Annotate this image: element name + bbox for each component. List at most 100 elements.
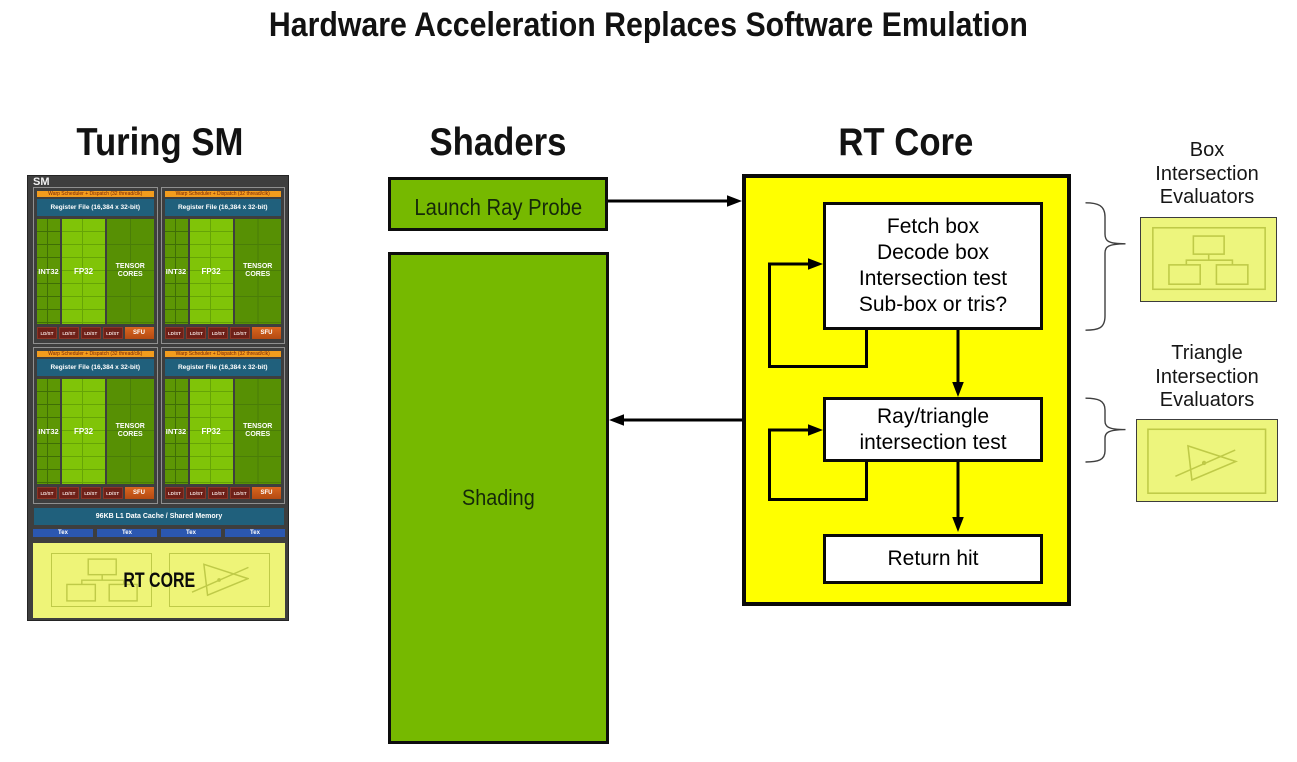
- fetch-box-line: Sub-box or tris?: [858, 293, 1008, 316]
- triangle-ray-icon: [1147, 428, 1267, 494]
- sfu-unit: SFU: [124, 487, 154, 499]
- register-file-bar: Register File (16,384 x 32-bit): [37, 358, 154, 376]
- box-hierarchy-icon: [1152, 226, 1266, 291]
- int32-column: INT32: [164, 378, 188, 484]
- sm-partition: Warp Scheduler + Dispatch (32 thread/clk…: [33, 347, 158, 504]
- register-file-bar: Register File (16,384 x 32-bit): [37, 198, 154, 216]
- register-file-bar: Register File (16,384 x 32-bit): [164, 358, 281, 376]
- ray-triangle-step: Ray/triangle intersection test: [823, 397, 1043, 462]
- fp32-column: FP32: [62, 378, 105, 484]
- warp-scheduler-bar: Warp Scheduler + Dispatch (32 thread/clk…: [37, 351, 154, 357]
- ldst-sfu-row: LD/ST LD/ST LD/ST LD/ST SFU: [164, 327, 281, 339]
- turing-sm-diagram: SM Warp Scheduler + Dispatch (32 thread/…: [27, 175, 289, 621]
- brace-box-evaluators: [1085, 202, 1126, 331]
- tex-unit: Tex: [33, 529, 93, 537]
- return-hit-step: Return hit: [823, 534, 1043, 584]
- shading-box: Shading: [388, 252, 609, 744]
- ldst-unit: LD/ST: [186, 487, 207, 499]
- ldst-unit: LD/ST: [230, 327, 250, 339]
- rt-core-container: Fetch box Decode box Intersection test S…: [742, 174, 1071, 606]
- fp32-column: FP32: [189, 218, 233, 324]
- tex-unit: Tex: [161, 529, 221, 537]
- sm-partition-grid: Warp Scheduler + Dispatch (32 thread/clk…: [33, 187, 285, 504]
- sm-corner-label: SM: [33, 176, 50, 188]
- label-line: Evaluators: [1159, 186, 1255, 208]
- warp-scheduler-bar: Warp Scheduler + Dispatch (32 thread/clk…: [164, 191, 281, 197]
- ldst-unit: LD/ST: [37, 327, 57, 339]
- tex-units-row: Tex Tex Tex Tex: [33, 529, 285, 537]
- heading-shaders: Shaders: [429, 121, 567, 164]
- l1-cache-bar: 96KB L1 Data Cache / Shared Memory: [34, 508, 284, 525]
- ldst-sfu-row: LD/ST LD/ST LD/ST LD/ST SFU: [37, 327, 154, 339]
- box-hierarchy-icon: [65, 558, 138, 602]
- arrow-launch-to-rtcore: [608, 195, 742, 207]
- fp32-column: FP32: [62, 218, 105, 324]
- triangle-evaluators-icon: [1136, 419, 1278, 502]
- ldst-unit: LD/ST: [80, 487, 101, 499]
- ldst-unit: LD/ST: [208, 487, 229, 499]
- ldst-unit: LD/ST: [58, 327, 79, 339]
- triangle-evaluators-label: Triangle Intersection Evaluators: [1107, 342, 1297, 413]
- fetch-box-step: Fetch box Decode box Intersection test S…: [823, 202, 1043, 330]
- sfu-unit: SFU: [252, 327, 281, 339]
- label-line: Box: [1189, 139, 1225, 161]
- sm-partition: Warp Scheduler + Dispatch (32 thread/clk…: [33, 187, 158, 344]
- ldst-unit: LD/ST: [186, 327, 207, 339]
- ldst-sfu-row: LD/ST LD/ST LD/ST LD/ST SFU: [164, 487, 281, 499]
- warp-scheduler-bar: Warp Scheduler + Dispatch (32 thread/clk…: [164, 351, 281, 357]
- int32-column: INT32: [37, 378, 60, 484]
- fetch-box-line: Decode box: [876, 241, 990, 264]
- box-evaluators-label: Box Intersection Evaluators: [1107, 139, 1297, 210]
- register-file-bar: Register File (16,384 x 32-bit): [164, 198, 281, 216]
- fetch-box-line: Intersection test: [858, 267, 1008, 290]
- sm-rt-core-label: RT CORE: [123, 569, 195, 592]
- sm-rt-core-strip: RT CORE: [33, 543, 285, 618]
- heading-turing-sm: Turing SM: [76, 121, 244, 164]
- ldst-unit: LD/ST: [80, 327, 101, 339]
- label-line: Evaluators: [1159, 389, 1255, 411]
- ldst-unit: LD/ST: [37, 487, 57, 499]
- ldst-sfu-row: LD/ST LD/ST LD/ST LD/ST SFU: [37, 487, 154, 499]
- slide-title: Hardware Acceleration Replaces Software …: [268, 6, 1029, 44]
- int32-column: INT32: [164, 218, 188, 324]
- arrow-rtcore-to-shading: [609, 414, 742, 426]
- ray-box-line: intersection test: [859, 430, 1007, 454]
- ldst-unit: LD/ST: [208, 327, 229, 339]
- tex-unit: Tex: [97, 529, 157, 537]
- sfu-unit: SFU: [252, 487, 281, 499]
- sm-triangle-evaluator-icon: [169, 553, 270, 607]
- triangle-ray-icon: [191, 563, 249, 597]
- fp32-column: FP32: [189, 378, 233, 484]
- label-line: Intersection: [1155, 162, 1259, 185]
- launch-ray-probe-box: Launch Ray Probe: [388, 177, 608, 231]
- int32-column: INT32: [37, 218, 60, 324]
- ldst-unit: LD/ST: [58, 487, 79, 499]
- ldst-unit: LD/ST: [230, 487, 250, 499]
- sm-partition: Warp Scheduler + Dispatch (32 thread/clk…: [160, 187, 285, 344]
- ldst-unit: LD/ST: [164, 327, 185, 339]
- label-line: Intersection: [1155, 365, 1259, 388]
- heading-rt-core: RT Core: [838, 121, 974, 164]
- return-box-line: Return hit: [887, 547, 979, 570]
- sm-box-evaluator-icon: [51, 553, 152, 607]
- box-evaluators-icon: [1140, 217, 1277, 302]
- fetch-box-line: Fetch box: [886, 215, 980, 238]
- ray-box-line: Ray/triangle: [876, 404, 990, 428]
- label-line: Triangle: [1171, 342, 1243, 364]
- ldst-unit: LD/ST: [164, 487, 185, 499]
- ldst-unit: LD/ST: [102, 487, 123, 499]
- warp-scheduler-bar: Warp Scheduler + Dispatch (32 thread/clk…: [37, 191, 154, 197]
